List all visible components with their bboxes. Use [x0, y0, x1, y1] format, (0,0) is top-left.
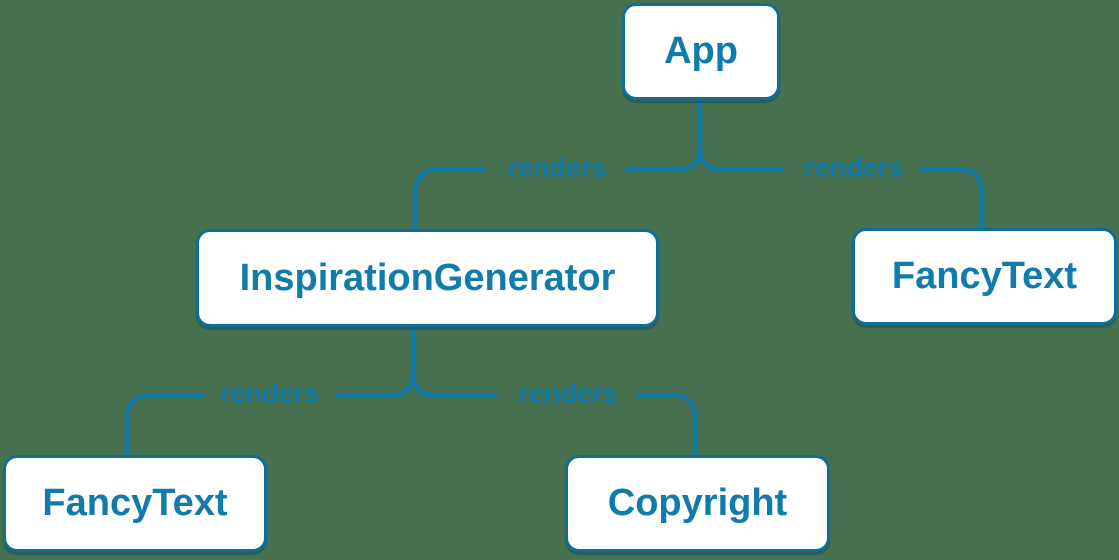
edge-label-app-renders-inspiration-generator: renders — [507, 152, 607, 183]
node-fancy-text-top-right-label: FancyText — [891, 255, 1078, 297]
node-inspiration-generator-label: InspirationGenerator — [239, 256, 616, 299]
node-app-label: App — [664, 30, 738, 72]
edge-label-ig-renders-fancy-text: renders — [220, 378, 320, 409]
node-copyright-label: Copyright — [607, 482, 788, 524]
node-copyright: Copyright — [565, 455, 830, 552]
node-app: App — [622, 3, 780, 100]
connector-to-copyright — [634, 392, 698, 458]
node-fancy-text-top-right: FancyText — [852, 228, 1117, 325]
connector-ig-stem-left — [335, 324, 416, 398]
edge-label-ig-renders-copyright: renders — [518, 378, 618, 409]
connector-app-stem-right — [697, 145, 785, 172]
connector-ig-stem-right — [410, 371, 498, 398]
node-fancy-text-bottom-left-label: FancyText — [42, 482, 228, 524]
edge-label-app-renders-fancy-text: renders — [804, 152, 904, 183]
node-fancy-text-bottom-left: FancyText — [3, 455, 267, 552]
connector-to-fancy-text-left — [124, 392, 206, 458]
connector-to-fancy-text-right — [919, 166, 985, 231]
node-inspiration-generator: InspirationGenerator — [196, 229, 659, 327]
connector-to-inspiration-generator — [412, 166, 487, 232]
connector-app-stem-left — [624, 97, 703, 172]
